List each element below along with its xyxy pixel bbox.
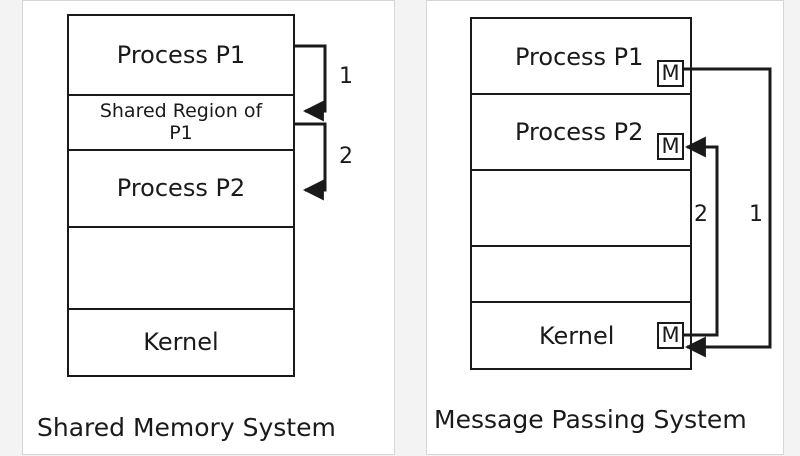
message-passing-arrows: 2 1 bbox=[684, 67, 772, 358]
process-p2-label: Process P2 bbox=[116, 174, 246, 203]
p1-message-box: M bbox=[657, 60, 684, 87]
kernel-label: Kernel bbox=[143, 328, 219, 357]
shared-memory-stack: Process P1 Shared Region of P1 Process P… bbox=[67, 14, 295, 377]
shared-region-label: Shared Region of P1 bbox=[99, 99, 263, 144]
p2-message-box: M bbox=[657, 133, 684, 160]
mp-process-p1-region bbox=[472, 19, 690, 95]
mp-kernel-label: Kernel bbox=[539, 322, 615, 350]
mp-empty-region-1 bbox=[472, 171, 690, 247]
message-passing-caption: Message Passing System bbox=[434, 405, 747, 434]
shared-memory-panel: Process P1 Shared Region of P1 Process P… bbox=[22, 0, 395, 455]
process-p2-region: Process P2 bbox=[69, 151, 293, 228]
arrow-2-label: 2 bbox=[339, 144, 353, 169]
shared-memory-arrows: 1 2 bbox=[295, 44, 353, 201]
mp-arrow-2-label: 2 bbox=[694, 202, 708, 227]
mp-arrow-1 bbox=[684, 67, 772, 358]
process-p1-label: Process P1 bbox=[116, 40, 246, 69]
process-p1-region: Process P1 bbox=[69, 16, 293, 96]
mp-arrow-1-label: 1 bbox=[749, 202, 763, 227]
shared-memory-caption: Shared Memory System bbox=[37, 413, 336, 442]
kernel-message-box: M bbox=[657, 322, 684, 349]
arrow-1 bbox=[295, 44, 327, 122]
mp-process-p2-region bbox=[472, 95, 690, 171]
mp-arrow-2 bbox=[684, 136, 719, 337]
kernel-region: Kernel bbox=[69, 310, 293, 375]
empty-region bbox=[69, 228, 293, 310]
arrow-1-label: 1 bbox=[339, 64, 353, 89]
mp-empty-region-2 bbox=[472, 247, 690, 303]
message-passing-panel: Process P1 Process P2 Kernel M M M 2 1 M… bbox=[426, 0, 784, 455]
message-passing-stack bbox=[470, 17, 692, 370]
mp-process-p2-label: Process P2 bbox=[515, 118, 644, 146]
shared-region: Shared Region of P1 bbox=[69, 96, 293, 151]
arrow-2 bbox=[295, 122, 327, 201]
mp-process-p1-label: Process P1 bbox=[515, 43, 644, 71]
